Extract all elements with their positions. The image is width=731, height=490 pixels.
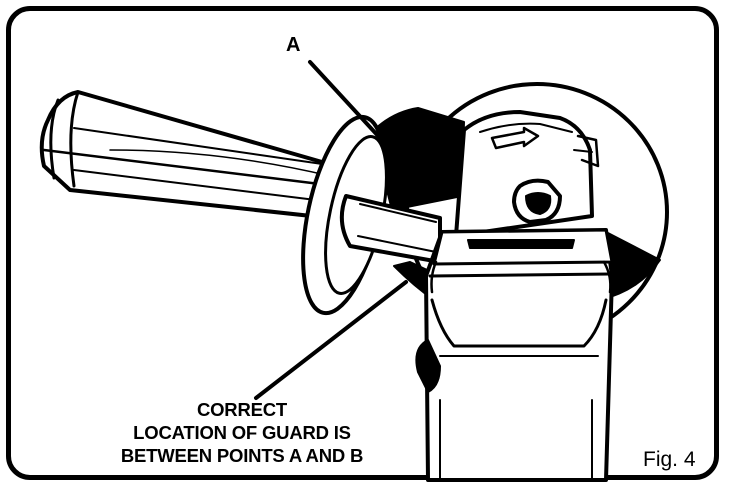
gear-head xyxy=(454,110,600,238)
caption-line-2: LOCATION OF GUARD IS xyxy=(133,422,351,443)
leader-line-caption xyxy=(254,280,408,400)
point-a-label: A xyxy=(286,34,301,56)
leader-line-a xyxy=(308,60,382,140)
motor-housing xyxy=(424,228,614,482)
side-handle xyxy=(39,90,338,220)
caption-line-3: BETWEEN POINTS A AND B xyxy=(120,445,364,466)
handle-collar xyxy=(339,194,442,264)
figure-label: Fig. 4 xyxy=(643,448,696,471)
paddle-switch xyxy=(415,339,441,393)
caption-line-1: CORRECT xyxy=(196,399,288,420)
guard-location-caption: CORRECT LOCATION OF GUARD IS BETWEEN POI… xyxy=(117,398,367,467)
